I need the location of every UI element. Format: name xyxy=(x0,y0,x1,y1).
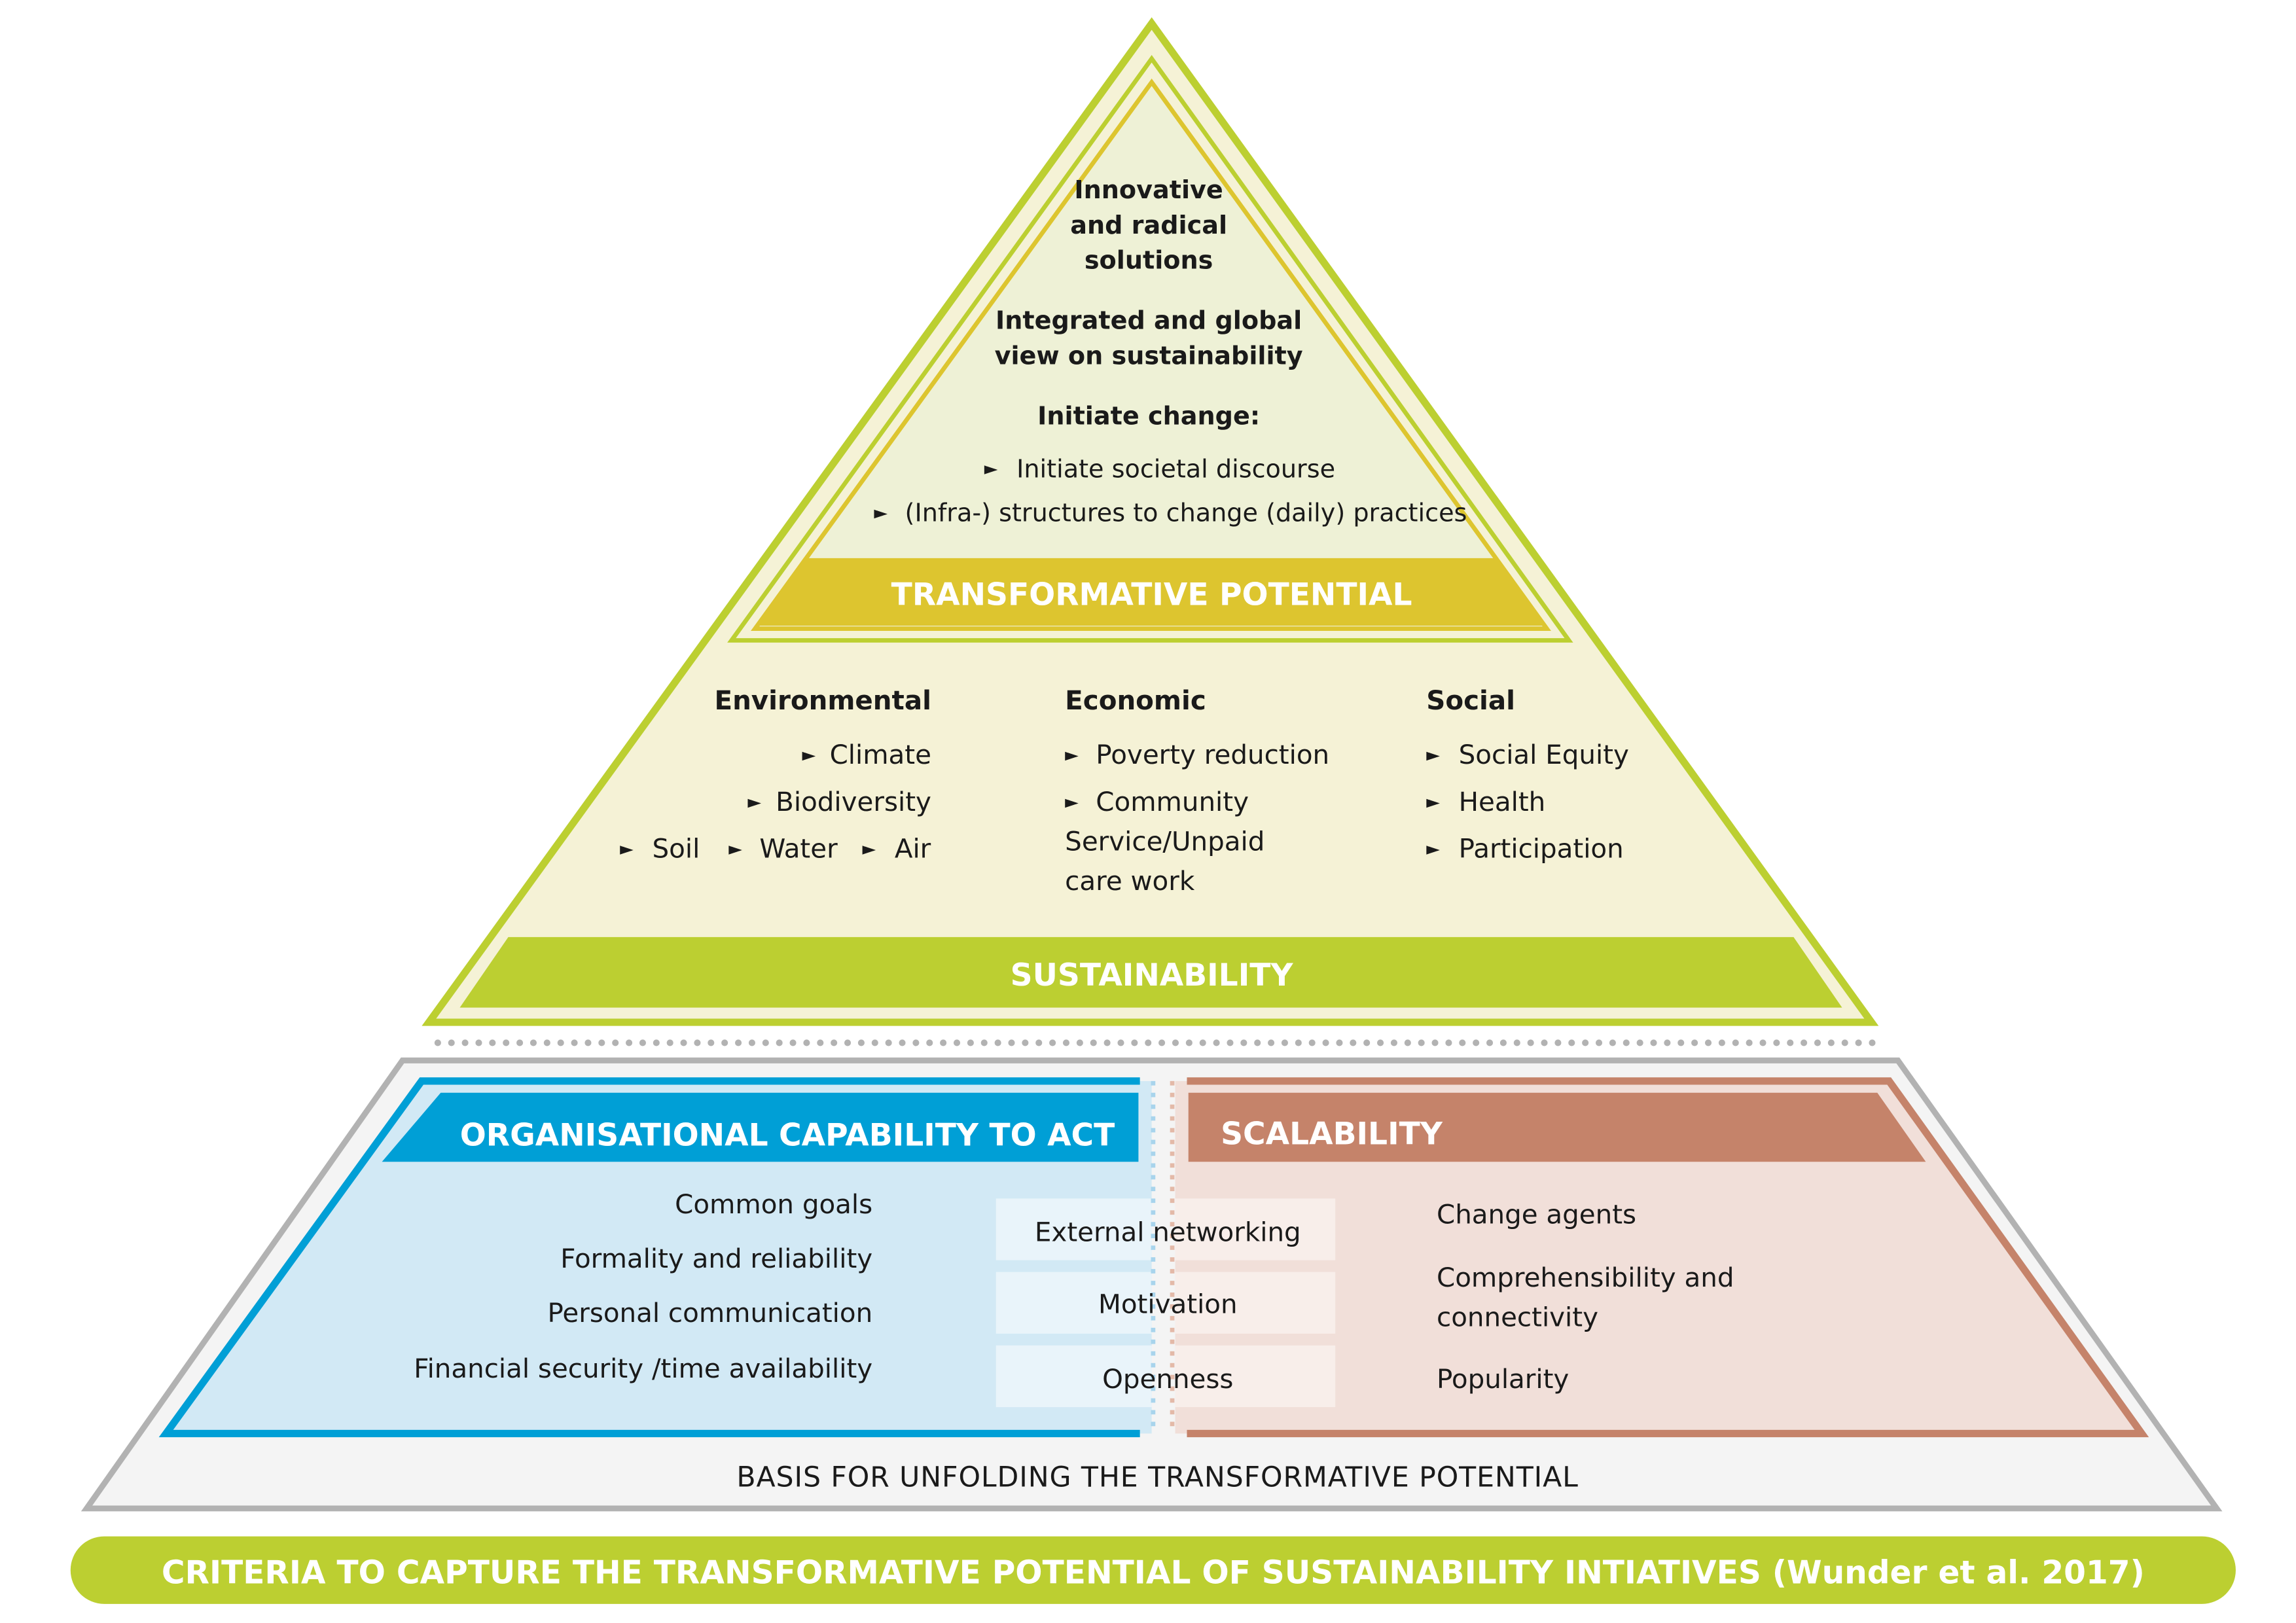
organisational-band-label: ORGANISATIONAL CAPABILITY TO ACT xyxy=(460,1118,1115,1154)
transformative-outer-triangle xyxy=(727,55,1573,643)
footer-bar: CRITERIA TO CAPTURE THE TRANSFORMATIVE P… xyxy=(70,1536,2236,1604)
shared-box-left-tint xyxy=(996,1272,1152,1334)
environmental-column: Environmental ► Climate ► Biodiversity ►… xyxy=(620,685,931,865)
environmental-title: Environmental xyxy=(714,685,931,716)
economic-item: Community xyxy=(1096,787,1249,817)
scalability-item: Change agents xyxy=(1437,1200,1636,1230)
shared-item: Openness xyxy=(1102,1364,1233,1395)
bullet-icon: ► xyxy=(747,792,761,812)
sustainability-band-label: SUSTAINABILITY xyxy=(1011,957,1294,993)
organisational-item: Personal communication xyxy=(547,1298,872,1329)
environmental-item: Climate xyxy=(830,740,931,770)
initiate-item: (Infra-) structures to change (daily) pr… xyxy=(905,499,1467,527)
organisational-border xyxy=(158,1077,1140,1438)
social-item: Health xyxy=(1459,787,1546,817)
integrated-heading-line1: Integrated and global xyxy=(996,306,1302,335)
economic-item: Poverty reduction xyxy=(1096,740,1329,770)
footer-label: CRITERIA TO CAPTURE THE TRANSFORMATIVE P… xyxy=(162,1553,2145,1591)
shared-box-left-tint xyxy=(996,1345,1152,1408)
shared-item: Motivation xyxy=(1098,1289,1238,1319)
economic-column: Economic ► Poverty reduction ► Community… xyxy=(1065,685,1329,897)
shared-box-right-tint xyxy=(1175,1272,1336,1334)
organisational-item: Formality and reliability xyxy=(560,1243,872,1274)
footer-background xyxy=(70,1536,2236,1604)
bullet-icon: ► xyxy=(862,839,876,859)
bullet-icon: ► xyxy=(1065,745,1079,766)
social-item: Participation xyxy=(1459,834,1624,865)
scalability-band-label: SCALABILITY xyxy=(1221,1116,1443,1152)
environmental-item: Air xyxy=(895,834,931,865)
initiate-item: Initiate societal discourse xyxy=(1016,454,1335,483)
social-column: Social ► Social Equity ► Health ► Partic… xyxy=(1426,685,1629,865)
sustainability-band xyxy=(459,936,1842,1008)
bullet-icon: ► xyxy=(1426,745,1440,766)
scalability-background xyxy=(1175,1080,2142,1434)
economic-item: Service/Unpaid xyxy=(1065,826,1265,857)
environmental-item: Soil xyxy=(653,834,700,865)
organisational-item: Financial security /time availability xyxy=(414,1353,872,1384)
environmental-item: Water xyxy=(759,834,838,865)
scalability-panel: SCALABILITY Change agents Comprehensibil… xyxy=(1175,1077,2149,1438)
bullet-icon: ► xyxy=(1426,792,1440,812)
bullet-icon: ► xyxy=(984,459,998,479)
transformative-pyramid: TRANSFORMATIVE POTENTIAL xyxy=(727,55,1573,643)
bullet-icon: ► xyxy=(874,503,888,523)
social-item: Social Equity xyxy=(1459,740,1629,770)
bullet-icon: ► xyxy=(1065,792,1079,812)
organisational-item: Common goals xyxy=(675,1189,872,1220)
shared-box-right-tint xyxy=(1175,1198,1336,1260)
basis-label: BASIS FOR UNFOLDING THE TRANSFORMATIVE P… xyxy=(736,1461,1579,1493)
initiate-change-heading: Initiate change: xyxy=(1037,402,1260,431)
shared-box-left-tint xyxy=(996,1198,1152,1260)
bullet-icon: ► xyxy=(728,839,742,859)
scalability-band xyxy=(1188,1092,1926,1162)
bullet-icon: ► xyxy=(620,839,634,859)
innovative-heading-line2: and radical xyxy=(1070,211,1227,240)
organisational-background xyxy=(166,1080,1152,1434)
shared-item: External networking xyxy=(1035,1217,1301,1247)
economic-title: Economic xyxy=(1065,685,1206,716)
innovative-heading-line1: Innovative xyxy=(1074,175,1223,204)
transformative-inner-triangle xyxy=(751,78,1551,631)
scalability-item: Popularity xyxy=(1437,1364,1569,1395)
organisational-band xyxy=(382,1092,1139,1162)
transformative-band-label: TRANSFORMATIVE POTENTIAL xyxy=(891,577,1412,613)
bullet-icon: ► xyxy=(1426,839,1440,859)
scalability-border xyxy=(1187,1077,2149,1438)
scalability-item: connectivity xyxy=(1437,1302,1598,1333)
scalability-item: Comprehensibility and xyxy=(1437,1262,1734,1293)
environmental-item: Biodiversity xyxy=(776,787,931,817)
bullet-icon: ► xyxy=(802,745,816,766)
innovative-heading-line3: solutions xyxy=(1085,246,1213,275)
shared-factors: External networking Motivation Openness xyxy=(1035,1217,1301,1394)
transformative-band xyxy=(759,558,1543,626)
integrated-heading-line2: view on sustainability xyxy=(995,342,1303,370)
social-title: Social xyxy=(1426,685,1515,716)
organisational-panel: ORGANISATIONAL CAPABILITY TO ACT Common … xyxy=(158,1077,1152,1438)
economic-item: care work xyxy=(1065,866,1195,897)
transformative-content: Innovative and radical solutions Integra… xyxy=(874,175,1467,527)
shared-box-right-tint xyxy=(1175,1345,1336,1408)
